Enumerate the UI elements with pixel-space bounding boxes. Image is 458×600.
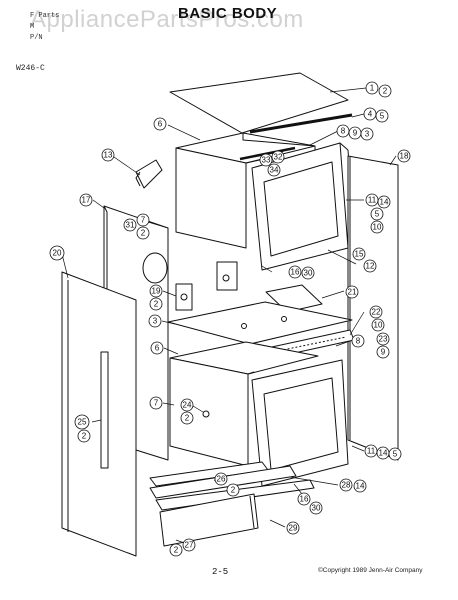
callout-13: 13 [104,151,113,160]
callout-19: 19 [152,287,161,296]
lower-frame-opening [263,377,339,471]
callout-10: 10 [373,223,382,232]
side-panel-hole [142,252,168,284]
callout-9: 9 [353,129,358,138]
callout-2f: 2 [231,486,236,495]
header-line-3: P/N [30,34,43,42]
callout-31: 31 [126,221,135,230]
callout-34: 34 [270,166,279,175]
callout-3b: 3 [153,317,158,326]
header-line-1: F Parts [30,12,60,20]
callout-17: 17 [82,196,91,205]
callout-26: 26 [217,475,226,484]
callout-14: 14 [380,198,389,207]
callout-7: 7 [141,216,146,225]
header-line-2: M [30,23,35,31]
callout-12: 12 [366,262,375,271]
lower-cavity-side [169,357,249,467]
callout-10b: 10 [374,321,383,330]
callout-15: 15 [355,250,364,259]
handle-trim [100,351,109,469]
callout-11: 11 [368,196,377,205]
callout-8b: 8 [356,337,361,346]
callout-6b: 6 [155,344,160,353]
callout-16b: 16 [300,495,309,504]
callout-22: 22 [372,308,381,317]
callout-33: 33 [262,156,271,165]
corner-bracket [135,159,163,189]
left-outer-panel [61,271,137,557]
top-panel [169,72,349,134]
callout-16: 16 [291,268,300,277]
callout-2b: 2 [141,229,146,238]
callout-4: 4 [368,110,373,119]
callout-25: 25 [78,418,87,427]
left-bracket [175,283,193,311]
callout-27: 27 [185,541,194,550]
callout-28: 28 [342,481,351,490]
callout-29: 29 [289,524,298,533]
page-title: BASIC BODY [178,5,278,22]
bottom-base-plate [159,493,259,547]
callout-20: 20 [53,249,62,258]
watermark: AppliancePartsPros.com [30,6,304,33]
callout-11b: 11 [367,447,376,456]
callout-7b: 7 [154,399,159,408]
page-number: 2-5 [212,567,229,577]
callout-32: 32 [274,153,283,162]
callout-30b: 30 [312,504,321,513]
callout-5b: 5 [375,210,380,219]
center-bracket [216,261,238,291]
callout-14c: 14 [356,482,365,491]
callout-23: 23 [379,335,388,344]
callout-30: 30 [304,269,313,278]
upper-cavity-side [175,147,247,249]
callout-2d: 2 [185,414,190,423]
callout-1: 1 [370,84,375,93]
callout-5: 5 [380,112,385,121]
callout-6: 6 [158,120,163,129]
callout-circles [49,81,411,557]
callout-2: 2 [383,87,388,96]
top-trim-strip [249,113,353,134]
separator-plate [167,301,353,345]
callout-8: 8 [341,127,346,136]
callout-18: 18 [400,152,409,161]
callout-24: 24 [183,401,192,410]
callout-21: 21 [348,288,357,297]
callout-14b: 14 [379,449,388,458]
upper-frame-opening [263,161,339,257]
callout-5c: 5 [393,450,398,459]
model-number: W246-C [16,64,45,73]
callout-2g: 2 [174,546,179,555]
callout-9b: 9 [381,348,386,357]
callout-3: 3 [365,130,370,139]
copyright-notice: ©Copyright 1989 Jenn-Air Company [318,567,423,574]
callout-2e: 2 [82,432,87,441]
upper-cavity-back [242,133,316,150]
callout-2c: 2 [154,300,159,309]
